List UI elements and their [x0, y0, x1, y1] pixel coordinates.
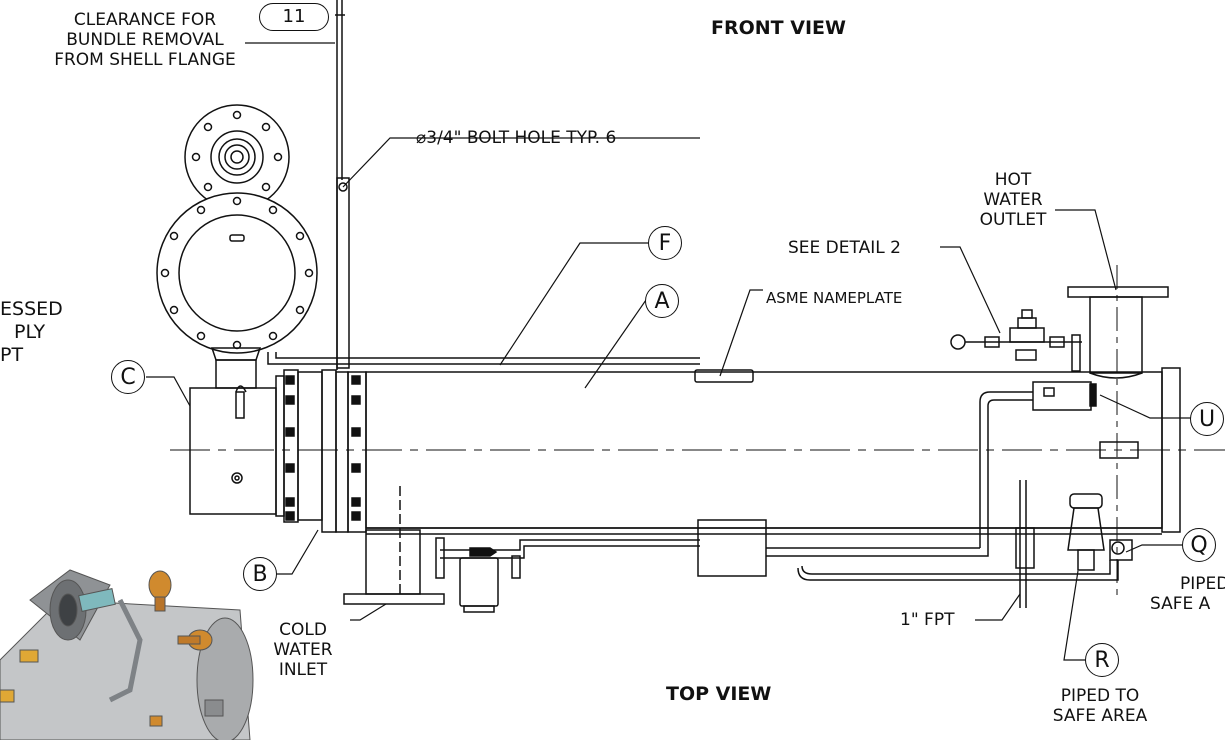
center-lug [1099, 441, 1139, 459]
top-pipe [267, 352, 754, 383]
bolt-hole-text: 3/4" BOLT HOLE TYP. 6 [426, 128, 617, 148]
left-partial-line-2: PLY [14, 321, 46, 343]
piped-partial-line-1: PIPED [1180, 574, 1225, 594]
large-flange-front [156, 192, 318, 354]
piped-partial-line-2: SAFE A [1150, 594, 1211, 614]
piped-safe-area-partial-label: PIPED SAFE A [1150, 574, 1225, 614]
piped-safe-area-label: PIPED TO SAFE AREA [1030, 686, 1170, 726]
left-partial-line-1: ESSED [0, 298, 63, 320]
relief-valve-assembly [950, 309, 1082, 372]
bottom-piping [366, 480, 1162, 608]
hot-line-3: OUTLET [979, 210, 1047, 230]
isometric-render [0, 569, 254, 740]
clearance-line-1: CLEARANCE FOR [73, 10, 217, 30]
clearance-reference-tag: 11 [259, 3, 329, 31]
leader-lines [146, 42, 1199, 661]
left-partial-note: ESSED PLY PT [0, 298, 63, 367]
see-detail-label: SEE DETAIL 2 [788, 238, 901, 258]
piped-line-1: PIPED TO [1060, 686, 1140, 706]
cold-water-inlet-label: COLD WATER INLET [258, 620, 348, 680]
cold-water-inlet [343, 486, 521, 605]
fpt-label: 1" FPT [900, 610, 955, 630]
cold-line-1: COLD [279, 620, 327, 640]
hot-line-2: WATER [983, 190, 1043, 210]
bolt-hole-note: ⌀3/4" BOLT HOLE TYP. 6 [416, 128, 616, 148]
terminal-box [189, 347, 277, 515]
callout-q: Q [1182, 528, 1216, 562]
control-box [979, 381, 1097, 548]
callout-b: B [243, 557, 277, 591]
callout-u: U [1190, 402, 1224, 436]
top-view-title: TOP VIEW [666, 683, 772, 705]
callout-r: R [1085, 643, 1119, 677]
front-view-title: FRONT VIEW [711, 17, 846, 39]
piped-line-2: SAFE AREA [1052, 706, 1148, 726]
hot-water-outlet [1067, 286, 1169, 379]
hot-water-outlet-label: HOT WATER OUTLET [968, 170, 1058, 230]
clearance-note: CLEARANCE FOR BUNDLE REMOVAL FROM SHELL … [20, 10, 270, 70]
callout-f: F [648, 226, 682, 260]
hot-line-1: HOT [994, 170, 1032, 190]
asme-nameplate-label: ASME NAMEPLATE [766, 289, 903, 307]
diameter-symbol: ⌀ [416, 128, 427, 148]
shell-flange-stack [275, 369, 367, 533]
cold-line-3: INLET [278, 660, 328, 680]
pressure-switch [1067, 493, 1133, 571]
callout-c: C [111, 360, 145, 394]
clearance-line-3: FROM SHELL FLANGE [54, 50, 236, 70]
cold-line-2: WATER [273, 640, 333, 660]
left-partial-line-3: PT [0, 344, 24, 366]
callout-a: A [645, 284, 679, 318]
clearance-line-2: BUNDLE REMOVAL [66, 30, 224, 50]
inlet-strainer [459, 547, 499, 613]
clearance-bracket [335, 0, 350, 370]
